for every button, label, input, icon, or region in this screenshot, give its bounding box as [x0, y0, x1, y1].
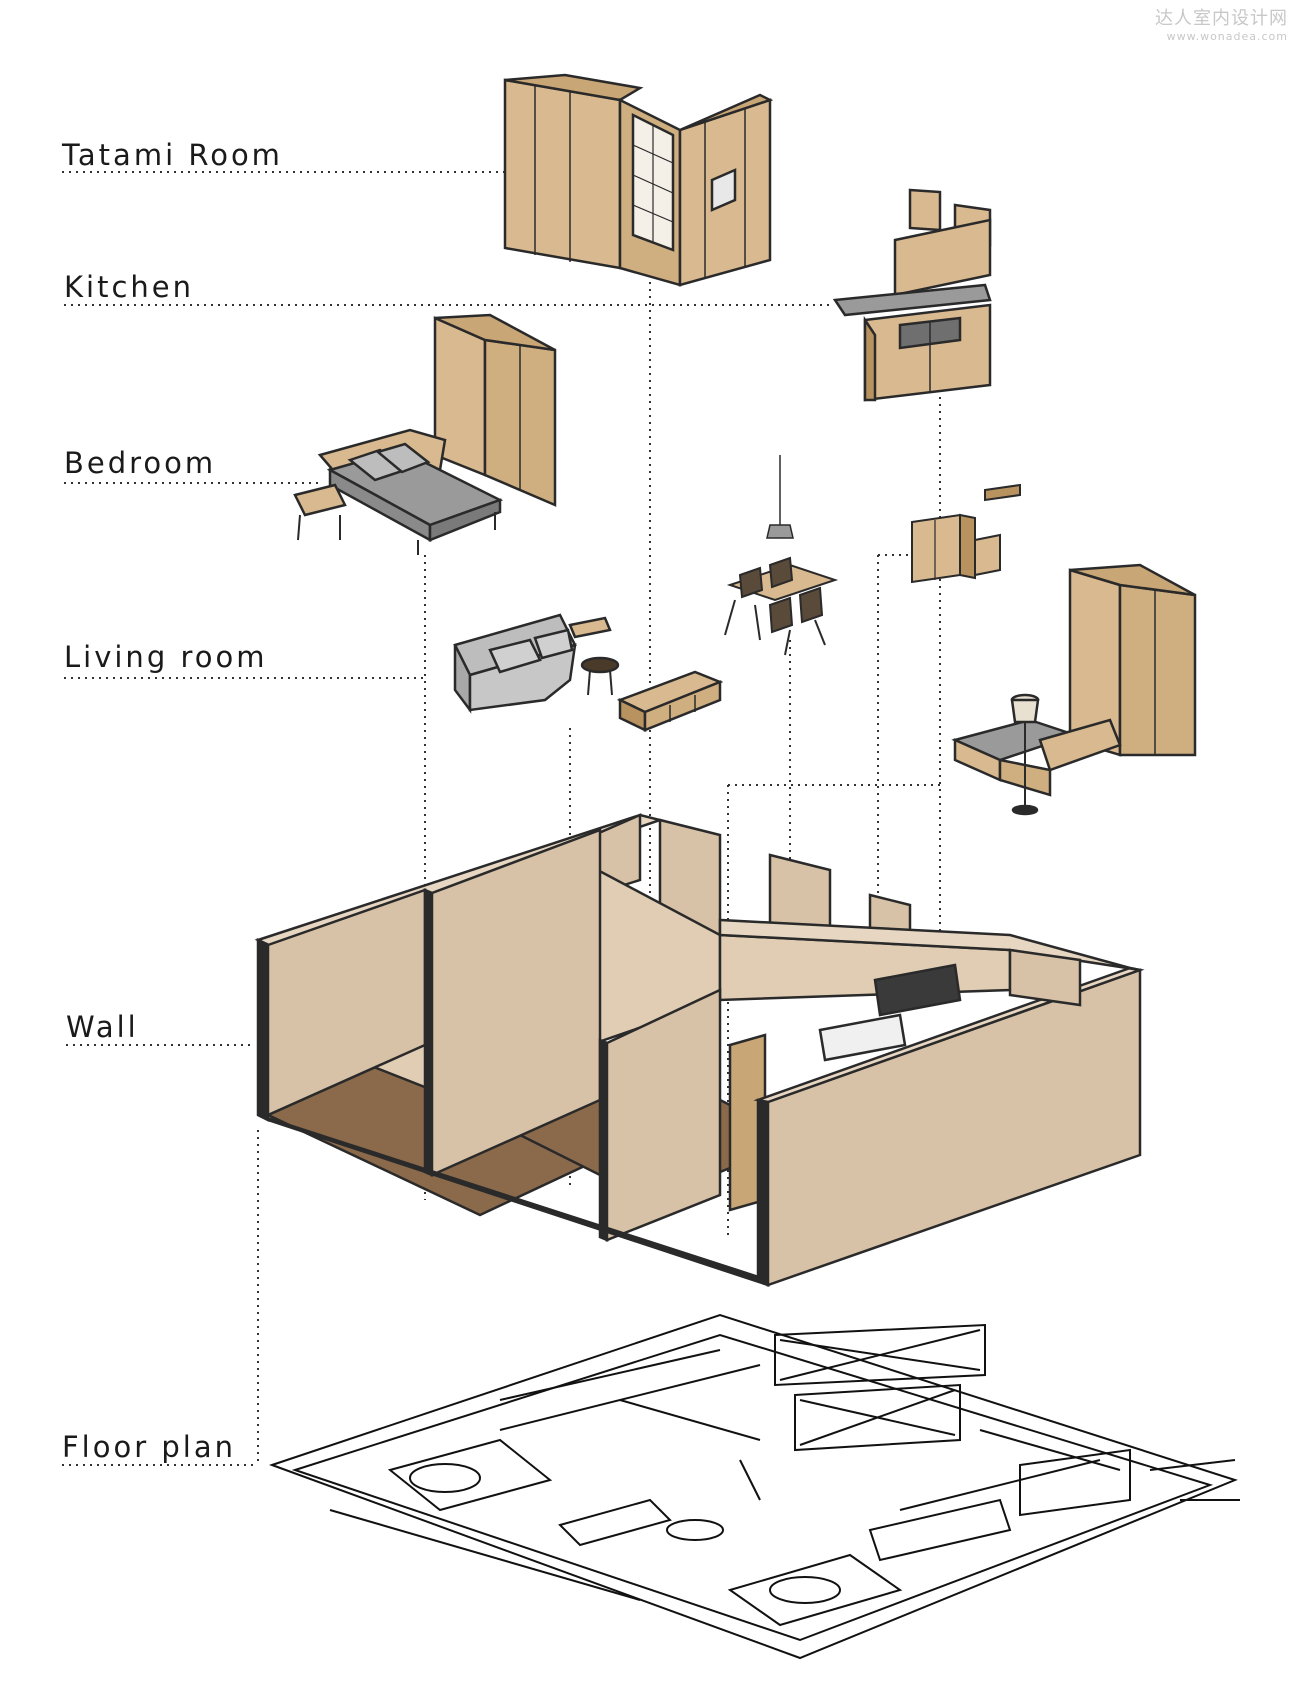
label-living-room: Living room	[64, 640, 268, 674]
pendant-light	[766, 455, 794, 539]
kitchen-cabinets	[832, 188, 992, 402]
tatami-room-cabinets	[503, 73, 774, 287]
hall-cabinet	[911, 483, 1021, 584]
label-wall: Wall	[66, 1010, 139, 1044]
dining-set	[724, 556, 839, 656]
label-floor-plan: Floor plan	[62, 1430, 236, 1464]
second-bedroom-furniture	[951, 563, 1197, 816]
living-room-furniture	[453, 613, 724, 732]
label-bedroom: Bedroom	[64, 446, 217, 480]
watermark-url: www.wonadea.com	[1166, 30, 1288, 43]
floor-plan-drawing	[268, 1313, 1240, 1660]
label-tatami-room: Tatami Room	[62, 138, 283, 172]
bedroom-furniture	[293, 313, 557, 555]
wall-structure	[254, 813, 1145, 1288]
watermark: 达人室内设计网 www.wonadea.com	[1155, 4, 1288, 43]
label-kitchen: Kitchen	[64, 270, 194, 304]
watermark-brand: 达人室内设计网	[1155, 8, 1288, 29]
